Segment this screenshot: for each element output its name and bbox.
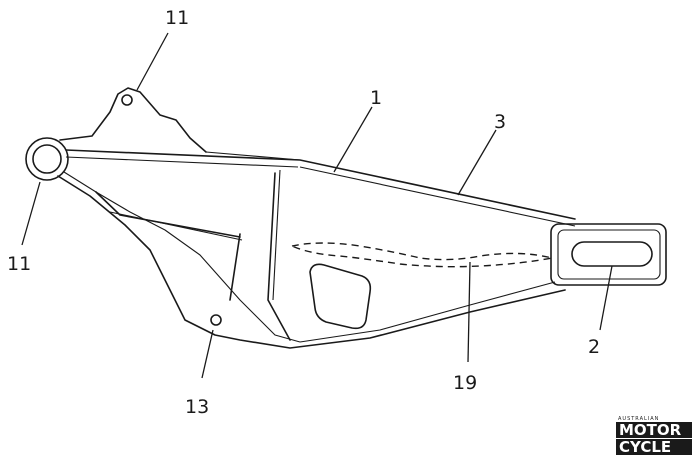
label-11-left: 11 <box>7 253 31 275</box>
left-pivot-boss <box>25 137 69 181</box>
label-1: 1 <box>370 87 382 109</box>
label-19: 19 <box>453 372 477 394</box>
lightening-window <box>309 263 372 330</box>
swingarm-outline <box>57 87 576 349</box>
label-11-top: 11 <box>165 7 189 29</box>
australian-motorcycle-logo: AUSTRALIAN MOTOR CYCLE <box>616 416 692 456</box>
logo-bar-top <box>616 422 692 438</box>
axle-block <box>550 223 667 286</box>
logo-line2: CYCLE <box>619 438 671 456</box>
label-13: 13 <box>185 396 209 418</box>
top-pivot-hole <box>121 94 133 106</box>
logo-bar-bottom <box>616 439 692 455</box>
label-3: 3 <box>494 111 506 133</box>
internal-channel-dashed <box>289 242 553 268</box>
logo-small-text: AUSTRALIAN <box>618 416 659 422</box>
lower-mount-hole <box>210 314 222 326</box>
leader-lines <box>21 32 613 379</box>
label-2: 2 <box>588 336 600 358</box>
logo-line1: MOTOR <box>619 421 682 439</box>
